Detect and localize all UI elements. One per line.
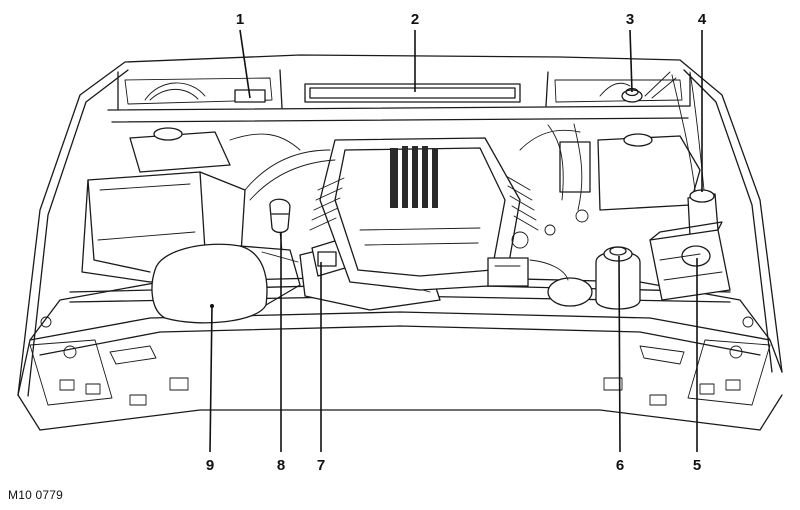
air-intake-cone — [151, 243, 301, 324]
brake-fluid-reservoir — [599, 71, 677, 103]
battery-box — [649, 221, 731, 301]
callout-labels: 1 2 3 4 5 6 7 8 9 — [206, 11, 707, 474]
leader-1 — [239, 29, 251, 99]
callout-1: 1 — [236, 11, 244, 28]
wiper-motor-area — [144, 82, 266, 103]
callout-4: 4 — [698, 11, 707, 28]
callout-7: 7 — [317, 457, 325, 474]
intake-sensor — [269, 198, 291, 251]
callout-5: 5 — [693, 457, 701, 474]
hoses-and-pipes — [229, 129, 581, 281]
leader-6 — [618, 255, 621, 453]
engine-cover — [309, 137, 539, 291]
callout-6: 6 — [616, 457, 624, 474]
leader-lines — [209, 29, 703, 453]
power-steering-reservoir — [595, 246, 641, 310]
callout-2: 2 — [411, 11, 419, 28]
figure-reference-code: M10 0779 — [8, 488, 63, 502]
callout-9: 9 — [206, 457, 214, 474]
leader-9 — [209, 305, 213, 453]
callout-8: 8 — [277, 457, 285, 474]
leader-3 — [629, 29, 633, 93]
bulkhead-panel — [107, 69, 691, 123]
callout-3: 3 — [626, 11, 634, 28]
right-side-components — [544, 123, 701, 307]
cabin-air-intake-grille — [304, 83, 521, 103]
